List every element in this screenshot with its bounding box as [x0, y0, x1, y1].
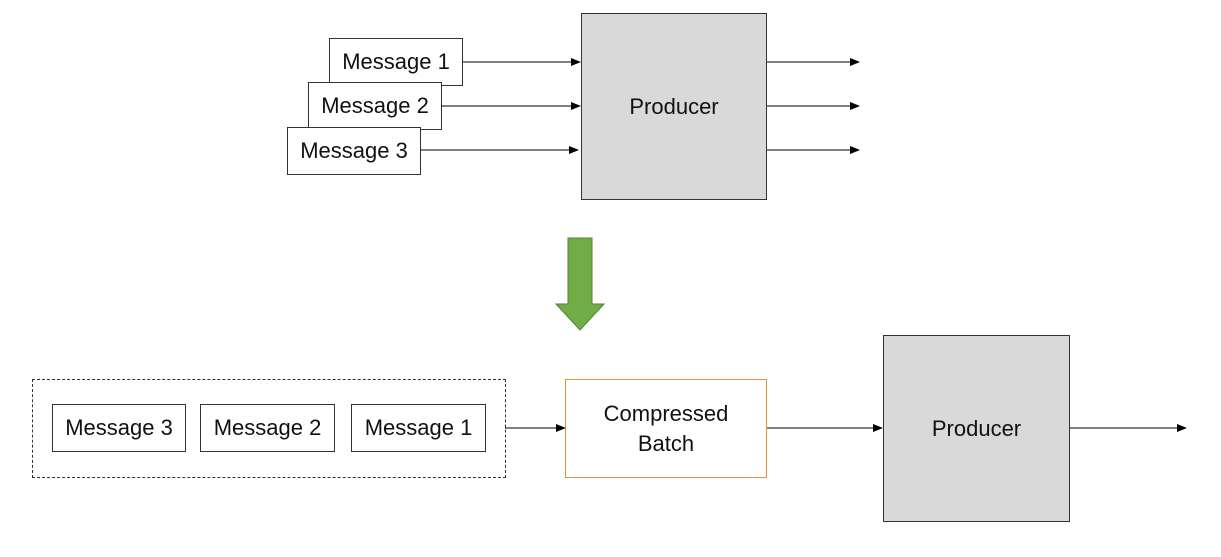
message-label: Message 3: [65, 415, 173, 440]
down-arrow-icon: [554, 237, 606, 331]
batch-label-line2: Batch: [637, 430, 695, 456]
message-box-1-bottom: Message 1: [351, 404, 486, 452]
message-box-2-bottom: Message 2: [200, 404, 335, 452]
message-box-3: Message 3: [287, 127, 421, 175]
message-box-2: Message 2: [308, 82, 442, 130]
message-label: Message 2: [213, 415, 322, 440]
message-label: Message 2: [321, 93, 429, 118]
message-label: Message 3: [300, 138, 408, 163]
batch-label-line1: Compressed: [603, 400, 729, 426]
producer-label: Producer: [629, 93, 719, 119]
producer-box-top: Producer: [581, 13, 767, 200]
message-label: Message 1: [342, 49, 450, 74]
compressed-batch-box: Compressed Batch: [565, 379, 767, 478]
message-label: Message 1: [364, 415, 473, 440]
producer-label: Producer: [931, 415, 1022, 441]
message-group: [32, 379, 506, 478]
producer-box-bottom: Producer: [883, 335, 1070, 522]
message-box-1: Message 1: [329, 38, 463, 86]
message-box-3-bottom: Message 3: [52, 404, 186, 452]
